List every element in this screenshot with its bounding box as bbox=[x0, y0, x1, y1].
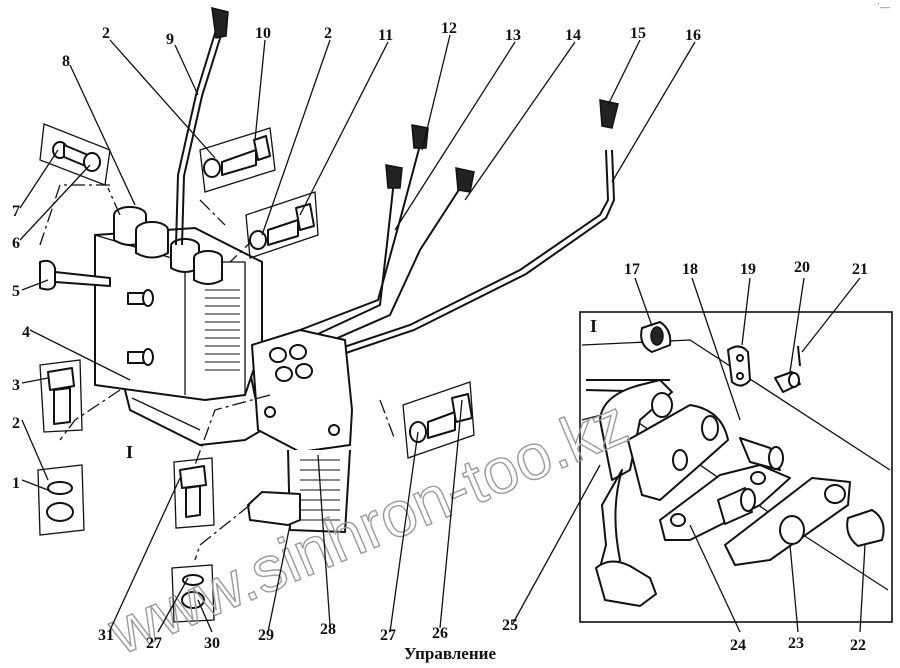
callout-6: 6 bbox=[12, 235, 20, 252]
inset-label: I bbox=[590, 316, 597, 336]
callout-numbers: 1 2 2 2 3 4 5 6 7 8 9 10 11 12 13 14 15 … bbox=[12, 20, 868, 654]
callout-19: 19 bbox=[740, 261, 756, 278]
callout-9: 9 bbox=[166, 31, 174, 48]
bushing-22 bbox=[846, 509, 885, 547]
inset-detail-I bbox=[579, 311, 893, 623]
callout-24: 24 bbox=[730, 637, 746, 654]
callout-1: 1 bbox=[12, 475, 20, 492]
callout-12: 12 bbox=[441, 20, 457, 37]
corner-mark: ´–– bbox=[876, 2, 890, 12]
lever-9 bbox=[175, 7, 229, 246]
callout-5: 5 bbox=[12, 283, 20, 300]
detail-bolt-10 bbox=[199, 127, 276, 193]
callout-21: 21 bbox=[852, 261, 868, 278]
callout-16: 16 bbox=[685, 27, 701, 44]
bracket bbox=[247, 491, 301, 526]
callout-22: 22 bbox=[850, 637, 866, 654]
detail-nut-1 bbox=[37, 464, 85, 536]
callout-8: 8 bbox=[62, 53, 70, 70]
callout-26: 26 bbox=[432, 625, 448, 642]
callout-29: 29 bbox=[258, 627, 274, 644]
control-levers bbox=[299, 99, 619, 362]
callout-30: 30 bbox=[204, 635, 220, 652]
callout-18: 18 bbox=[682, 261, 698, 278]
valve-caps bbox=[113, 206, 223, 285]
cotter-21 bbox=[797, 345, 801, 367]
callout-3: 3 bbox=[12, 377, 20, 394]
detail-marker: I bbox=[126, 442, 133, 462]
detail-bolt-31 bbox=[173, 457, 215, 529]
callout-2c: 2 bbox=[12, 415, 20, 432]
diagram-caption: Управление bbox=[403, 644, 496, 663]
callout-4: 4 bbox=[22, 324, 30, 341]
distributor-housing bbox=[251, 329, 353, 533]
link-plate-19 bbox=[727, 345, 751, 387]
callout-7: 7 bbox=[12, 203, 20, 220]
callout-27b: 27 bbox=[146, 635, 162, 652]
detail-nut-30 bbox=[171, 564, 215, 623]
callout-15: 15 bbox=[630, 25, 646, 42]
callout-27a: 27 bbox=[380, 627, 396, 644]
block-hatching bbox=[205, 289, 240, 371]
callout-25: 25 bbox=[502, 617, 518, 634]
callout-17: 17 bbox=[624, 261, 640, 278]
valve-block-assembly bbox=[94, 206, 263, 446]
callout-10: 10 bbox=[255, 25, 271, 42]
callout-13: 13 bbox=[505, 27, 521, 44]
callout-14: 14 bbox=[565, 27, 581, 44]
callout-20: 20 bbox=[794, 259, 810, 276]
callout-28: 28 bbox=[320, 621, 336, 638]
callout-11: 11 bbox=[378, 27, 393, 44]
detail-bolt-3 bbox=[39, 359, 83, 433]
detail-bolt-7 bbox=[39, 123, 111, 186]
callout-2a: 2 bbox=[102, 25, 110, 42]
detail-bolt-26 bbox=[402, 381, 475, 459]
callout-23: 23 bbox=[788, 635, 804, 652]
callout-leaders bbox=[19, 34, 866, 633]
callout-2b: 2 bbox=[324, 25, 332, 42]
callout-31: 31 bbox=[98, 627, 114, 644]
